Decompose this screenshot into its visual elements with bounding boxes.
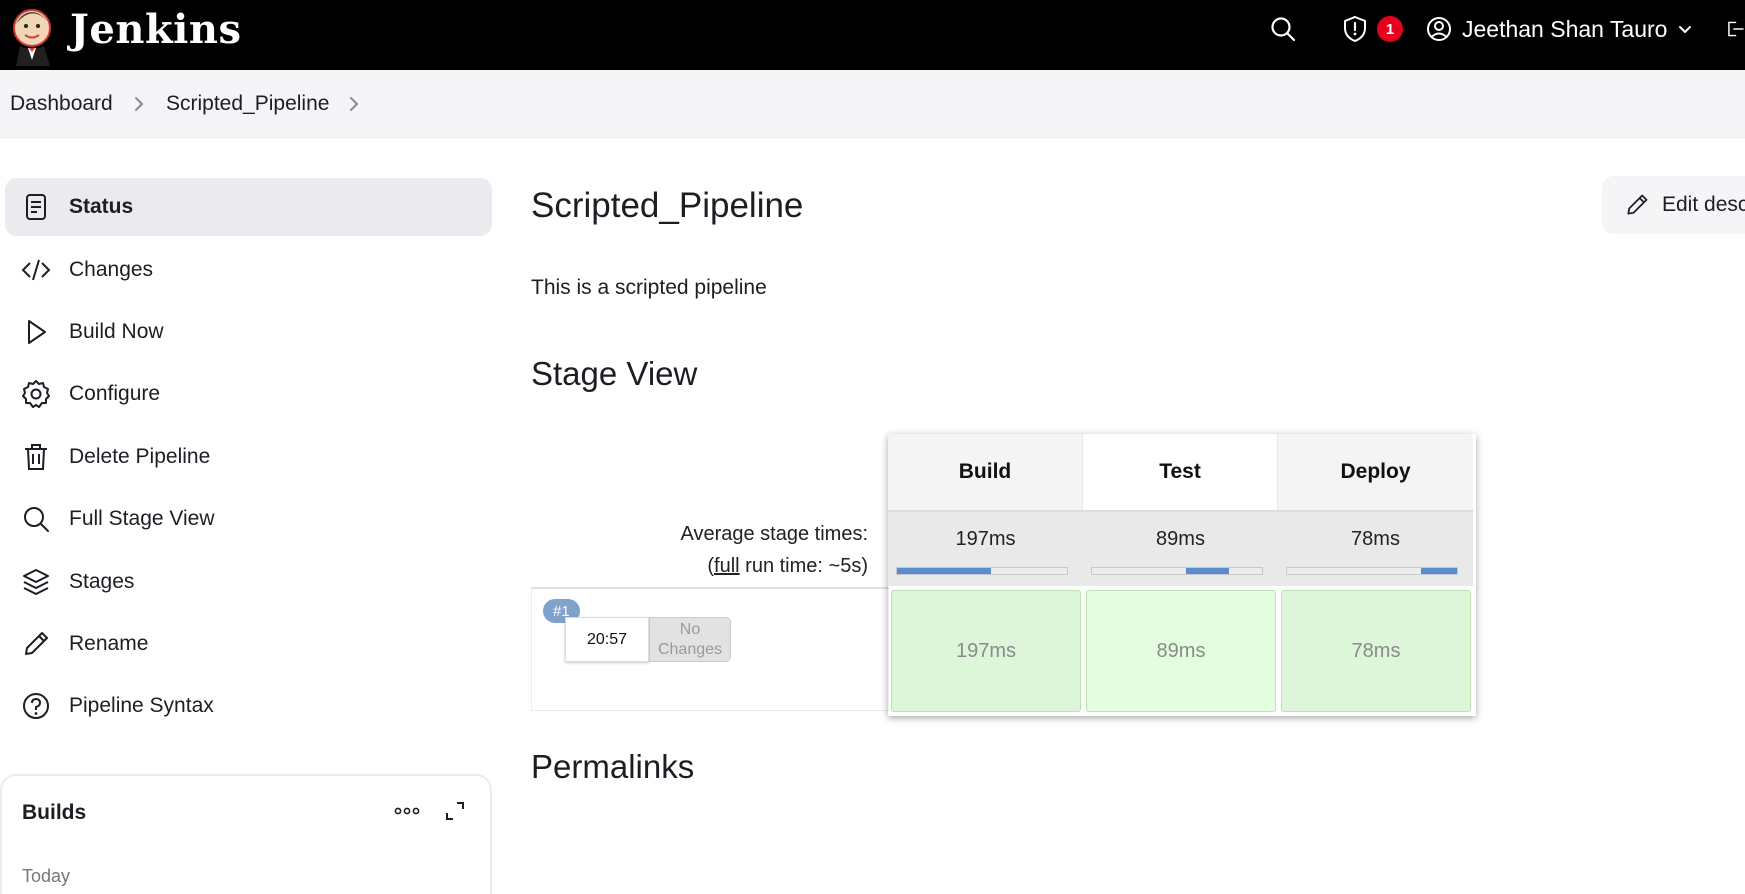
more-options-icon[interactable] xyxy=(392,796,422,826)
sidebar-item-status[interactable]: Status xyxy=(5,178,492,236)
avg-time-test: 89ms xyxy=(1156,528,1205,550)
avg-bar-deploy xyxy=(1286,567,1458,575)
user-menu[interactable]: Jeethan Shan Tauro xyxy=(1426,12,1693,46)
full-run-time-open: ( xyxy=(707,555,715,577)
chevron-down-icon[interactable] xyxy=(1677,21,1693,37)
sidebar-item-pipeline-syntax[interactable]: Pipeline Syntax xyxy=(5,677,492,735)
document-icon xyxy=(26,194,46,220)
sidebar-item-stages[interactable]: Stages xyxy=(5,553,492,611)
edit-description-label: Edit description xyxy=(1662,193,1745,216)
sidebar-item-label: Full Stage View xyxy=(69,507,215,530)
avg-bar-test xyxy=(1091,567,1263,575)
stage-view-heading: Stage View xyxy=(531,355,698,392)
sidebar-item-build-now[interactable]: Build Now xyxy=(5,303,492,361)
jenkins-butler-icon xyxy=(13,9,51,66)
expand-icon[interactable] xyxy=(440,796,470,826)
builds-filter[interactable]: Today xyxy=(22,866,71,886)
stage-header-test: Test xyxy=(1083,434,1278,510)
trash-icon xyxy=(25,444,47,470)
sidebar-item-label: Delete Pipeline xyxy=(69,445,211,468)
avg-stage-times-label: Average stage times: xyxy=(680,523,868,545)
sidebar-item-delete-pipeline[interactable]: Delete Pipeline xyxy=(5,428,492,486)
sidebar-item-label: Stages xyxy=(69,570,135,593)
avg-bar-build xyxy=(896,567,1068,575)
full-run-time-label: (full run time: ~5s) xyxy=(620,555,868,578)
avg-time-deploy: 78ms xyxy=(1351,528,1400,550)
shield-icon[interactable] xyxy=(1340,14,1370,44)
sidebar-item-configure[interactable]: Configure xyxy=(5,365,492,423)
avg-time-build: 197ms xyxy=(955,528,1016,550)
sidebar-item-label: Configure xyxy=(69,382,161,405)
user-name: Jeethan Shan Tauro xyxy=(1462,15,1668,42)
layers-icon xyxy=(23,569,49,595)
breadcrumb-dashboard[interactable]: Dashboard xyxy=(10,92,113,115)
avg-cell-deploy: 78ms xyxy=(1278,510,1473,586)
stage-header-deploy: Deploy xyxy=(1278,434,1473,510)
user-icon xyxy=(1427,17,1451,41)
page-title: Scripted_Pipeline xyxy=(531,186,804,225)
help-icon xyxy=(23,693,49,719)
sidebar-item-label: Changes xyxy=(69,258,154,281)
sidebar-item-label: Pipeline Syntax xyxy=(69,694,214,717)
logout-icon[interactable] xyxy=(1726,14,1745,44)
stage-view-table: Build 197ms 197ms Test 89ms 89ms Deploy … xyxy=(888,434,1476,716)
stage-result-deploy[interactable]: 78ms xyxy=(1281,590,1471,712)
sidebar-item-label: Build Now xyxy=(69,320,164,343)
sidebar-item-changes[interactable]: Changes xyxy=(5,241,492,299)
top-header: Jenkins 1 Jeethan Shan Tauro xyxy=(0,0,1745,70)
code-icon xyxy=(21,259,51,281)
sidebar-item-label: Rename xyxy=(69,632,149,655)
gear-icon xyxy=(22,380,50,408)
search-icon xyxy=(24,507,49,532)
jenkins-logo[interactable] xyxy=(10,0,56,70)
build-time: 20:57 xyxy=(565,617,649,662)
avg-bar-fill-build xyxy=(897,568,991,574)
breadcrumb: Dashboard Scripted_Pipeline xyxy=(0,70,1745,138)
stage-result-build[interactable]: 197ms xyxy=(891,590,1081,712)
avg-bar-fill-test xyxy=(1186,568,1229,574)
builds-title: Builds xyxy=(22,801,87,824)
edit-description-button[interactable]: Edit description xyxy=(1602,176,1745,234)
sidebar-item-full-stage-view[interactable]: Full Stage View xyxy=(5,490,492,548)
permalinks-heading: Permalinks xyxy=(531,748,695,785)
brand-name[interactable]: Jenkins xyxy=(70,6,242,53)
builds-panel: Builds Today xyxy=(0,774,492,894)
notification-badge[interactable]: 1 xyxy=(1377,16,1403,42)
full-run-time-link[interactable]: full xyxy=(714,555,740,577)
full-run-time-value: run time: ~5s) xyxy=(739,555,868,577)
pipeline-description: This is a scripted pipeline xyxy=(531,276,767,299)
avg-bar-fill-deploy xyxy=(1421,568,1457,574)
play-icon xyxy=(28,320,46,344)
pencil-icon xyxy=(1627,194,1648,215)
avg-cell-test: 89ms xyxy=(1083,510,1278,586)
search-icon[interactable] xyxy=(1268,14,1298,44)
breadcrumb-scripted-pipeline[interactable]: Scripted_Pipeline xyxy=(166,92,330,115)
pencil-icon xyxy=(25,632,48,655)
chevron-right-icon xyxy=(135,97,144,111)
avg-cell-build: 197ms xyxy=(888,510,1083,586)
sidebar-item-label: Status xyxy=(69,195,134,218)
stage-result-test[interactable]: 89ms xyxy=(1086,590,1276,712)
chevron-right-icon[interactable] xyxy=(347,94,361,114)
stage-header-build: Build xyxy=(888,434,1083,510)
sidebar-item-rename[interactable]: Rename xyxy=(5,615,492,673)
